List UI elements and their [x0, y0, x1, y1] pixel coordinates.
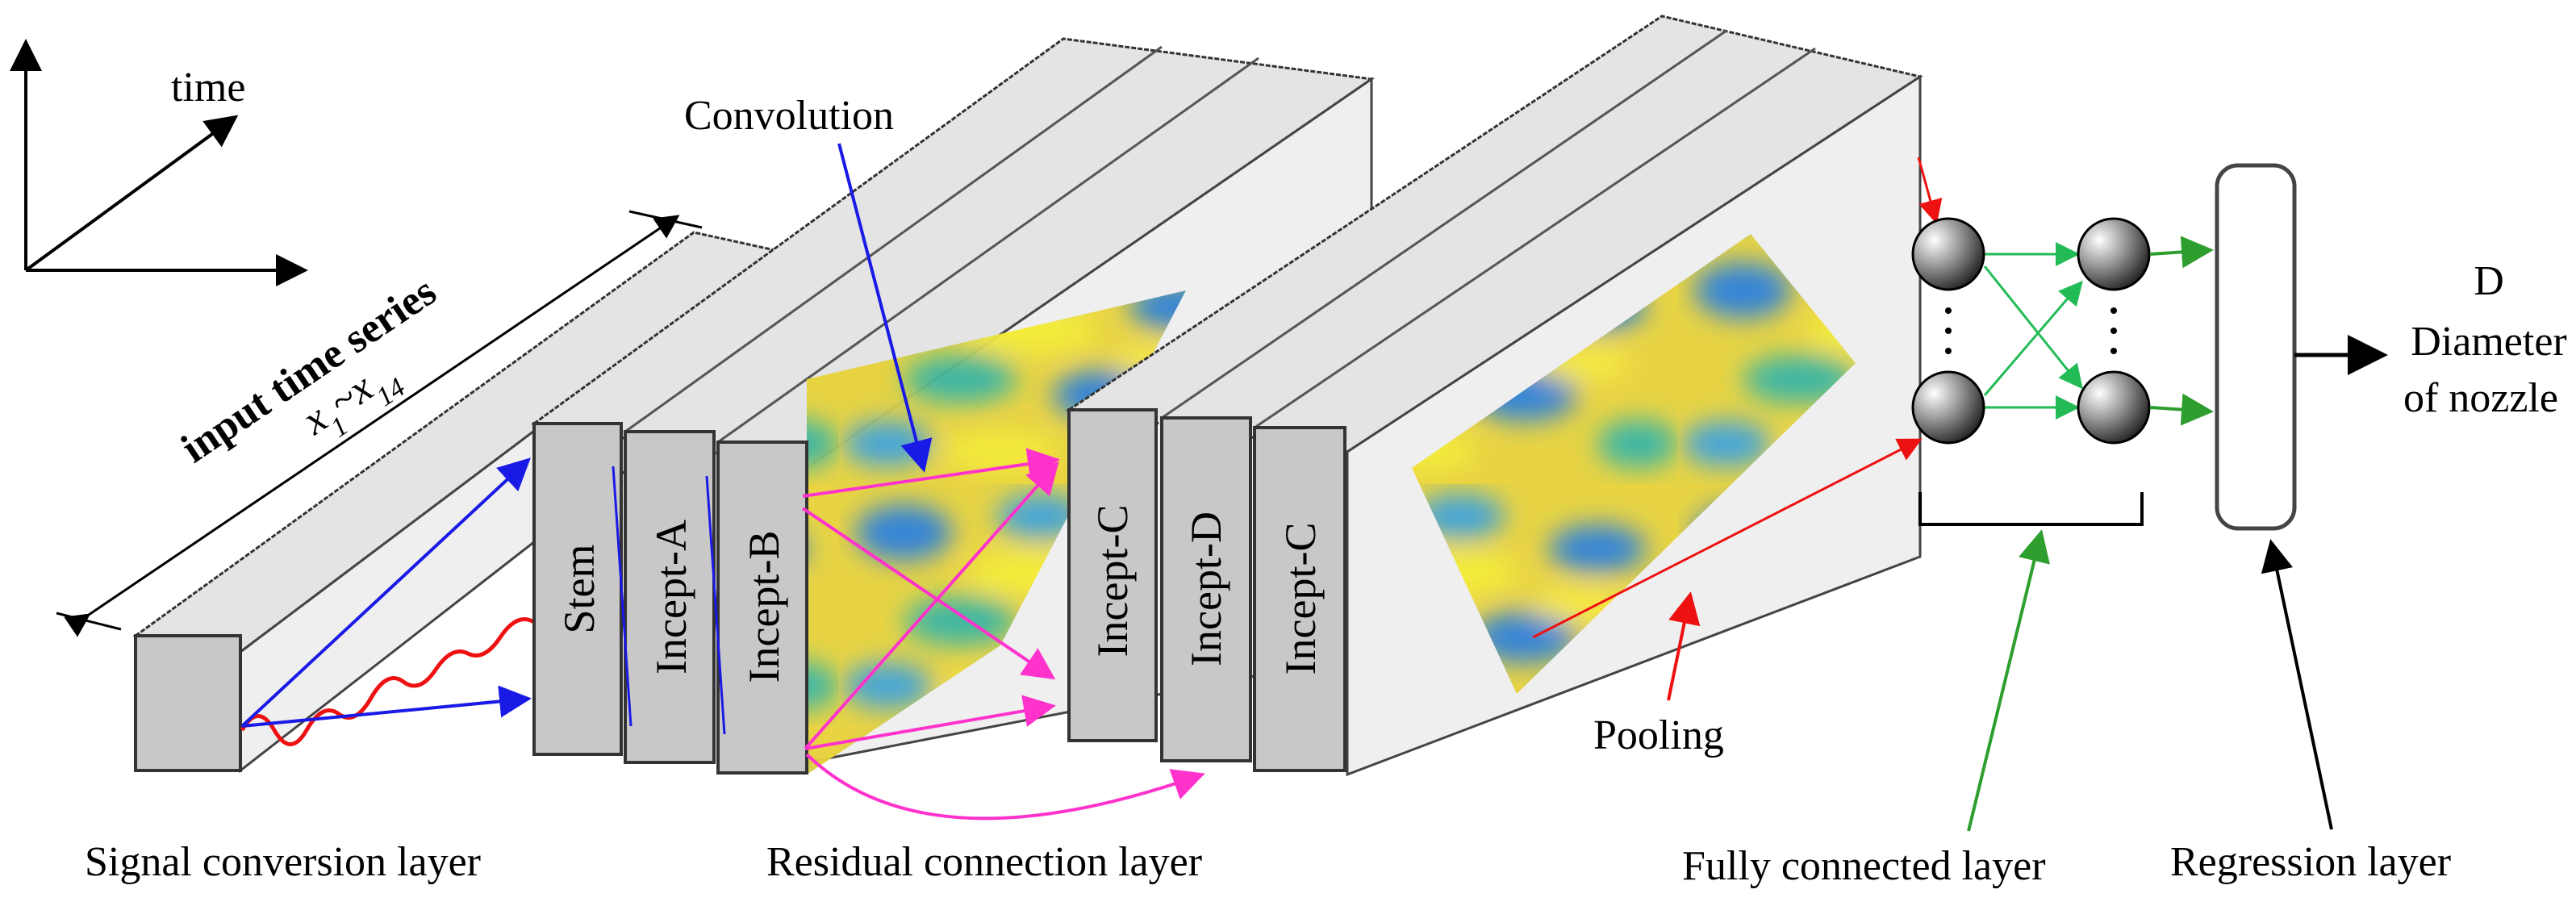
output-description: D Diameter of nozzle [2403, 258, 2567, 421]
signal-conversion-label: Signal conversion layer [85, 839, 481, 885]
axis-time [24, 115, 239, 272]
regression-layer: Regression layer [2170, 163, 2451, 885]
block-incept-a [624, 430, 716, 764]
block-stem-label: Stem [555, 544, 603, 633]
output-line2: of nozzle [2403, 375, 2558, 421]
feature-map-2 [1412, 234, 1856, 694]
block-incept-c-2 [1253, 426, 1346, 772]
fc-node [2077, 370, 2151, 445]
block-incept-c-2-label: Incept-C [1276, 523, 1325, 675]
block-incept-a-label: Incept-A [647, 520, 695, 674]
block-incept-b [716, 441, 808, 775]
input-length-arrow [64, 215, 680, 637]
convolution-annotation: Convolution [684, 93, 933, 473]
block-stem [532, 422, 623, 756]
time-label: time [171, 65, 245, 111]
block-incept-b-label: Incept-B [740, 531, 788, 683]
residual-arrows [801, 448, 1205, 821]
block-incept-d-label: Incept-D [1182, 512, 1230, 666]
time-axes: time [9, 39, 308, 286]
block-incept-d [1160, 416, 1252, 762]
fc-node [2077, 217, 2151, 291]
residual-connection-label: Residual connection layer [766, 839, 1202, 885]
output-symbol: D [2474, 258, 2504, 304]
signal-conversion-arrows [240, 457, 532, 728]
regression-box [2215, 163, 2297, 531]
fc-node [1911, 370, 1985, 445]
convolution-label: Convolution [684, 93, 894, 139]
inception-c-group: Incept-C Incept-D Incept-C [1065, 15, 1923, 777]
block-incept-c-1 [1067, 408, 1158, 742]
fc-node [1911, 217, 1985, 291]
fc-ellipsis [1945, 307, 2117, 354]
regression-label: Regression layer [2170, 839, 2451, 885]
pooling-pointer [1667, 591, 1701, 701]
block-incept-c-1-label: Incept-C [1088, 505, 1137, 658]
input-box-front [134, 634, 242, 772]
input-tick-end [628, 210, 703, 229]
regression-pointer [2261, 539, 2333, 830]
pooling-arrows: Pooling [1532, 157, 1943, 758]
fully-connected-label: Fully connected layer [1682, 843, 2046, 889]
fc-bracket [1918, 492, 2144, 526]
fc-pointer [1967, 529, 2050, 832]
fully-connected-layer: Fully connected layer [1682, 217, 2151, 889]
pooling-label: Pooling [1593, 712, 1724, 758]
fc-to-regression-arrows [2149, 236, 2214, 426]
input-tick-start [56, 612, 122, 631]
output-line1: Diameter [2411, 319, 2566, 365]
convolution-arrow [837, 143, 933, 473]
